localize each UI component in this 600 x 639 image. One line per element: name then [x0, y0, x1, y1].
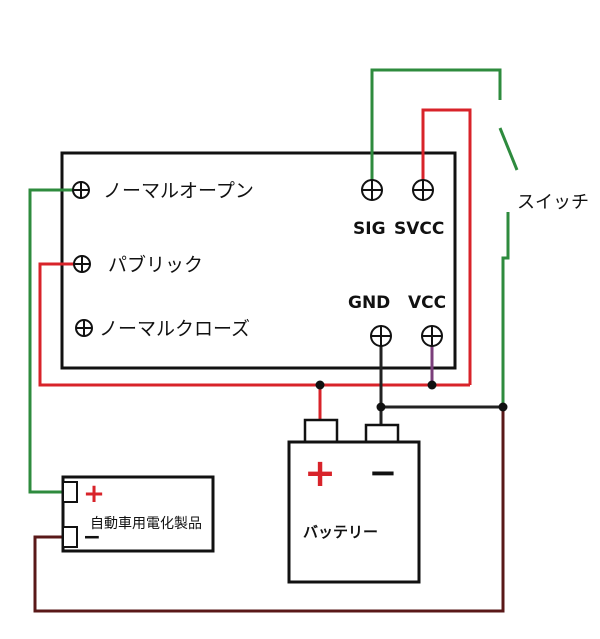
- gnd-terminal-icon: [370, 325, 392, 347]
- device-plus-symbol: +: [83, 479, 105, 509]
- battery-label: バッテリー: [303, 523, 378, 541]
- device-negative-post: [62, 526, 78, 548]
- switch-label: スイッチ: [517, 192, 589, 213]
- normally-closed-label: ノーマルクローズ: [99, 318, 250, 340]
- common-label: パブリック: [108, 253, 203, 276]
- common-terminal-icon: [73, 255, 91, 273]
- device-label: 自動車用電化製品: [90, 515, 202, 532]
- battery-positive-post: [303, 418, 339, 444]
- gnd-label: GND: [348, 293, 390, 313]
- battery-body: [287, 440, 421, 584]
- junction-dot: [498, 402, 508, 412]
- normally-open-wire: [28, 188, 75, 494]
- vcc-terminal-icon: [421, 325, 443, 347]
- device-positive-post: [62, 481, 78, 503]
- svcc-wire: [421, 108, 472, 385]
- battery-plus-symbol: +: [304, 451, 336, 495]
- battery-negative-post: [364, 423, 400, 445]
- junction-dot: [427, 380, 437, 390]
- normally-open-terminal-icon: [72, 181, 90, 199]
- device-negative-wire: [33, 407, 505, 613]
- svcc-label: SVCC: [394, 219, 444, 239]
- sig-terminal-icon: [361, 179, 383, 201]
- device-minus-symbol: −: [83, 525, 101, 550]
- device-body: [61, 475, 215, 553]
- junction-dot: [315, 380, 325, 390]
- common-red-wire: [38, 262, 470, 387]
- svcc-terminal-icon: [412, 179, 434, 201]
- sig-wire: [370, 68, 502, 183]
- junction-dot: [376, 402, 386, 412]
- battery-minus-symbol: −: [369, 453, 398, 493]
- vcc-label: VCC: [408, 293, 446, 313]
- normally-open-label: ノーマルオープン: [103, 180, 254, 202]
- normally-closed-terminal-icon: [75, 319, 93, 337]
- switch-lever: [498, 127, 519, 171]
- sig-label: SIG: [353, 219, 386, 239]
- switch-to-junction-wire: [501, 212, 510, 407]
